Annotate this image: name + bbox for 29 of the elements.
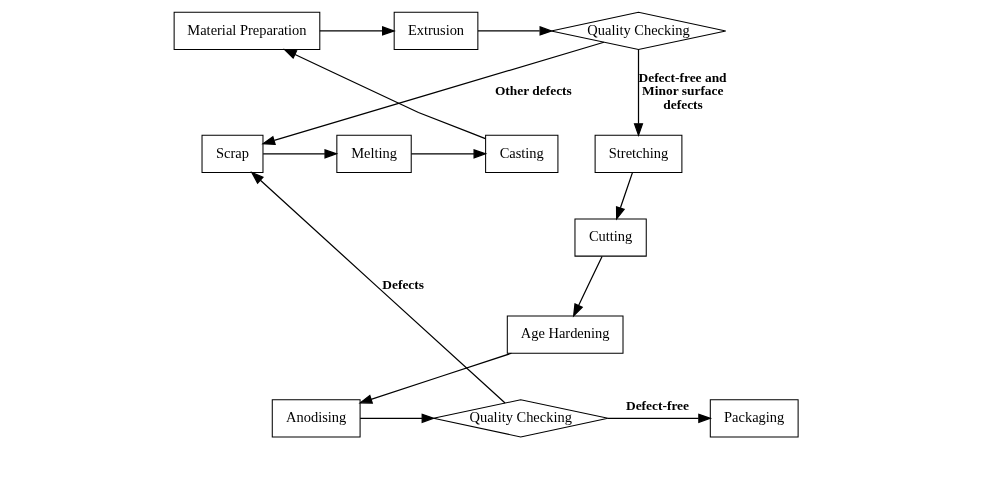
arrow — [607, 413, 713, 424]
arrow — [282, 48, 486, 140]
node-diamond: Quality Checking — [550, 11, 727, 51]
node-box: Cutting — [574, 218, 647, 257]
node-diamond: Quality Checking — [432, 399, 609, 438]
node-box: Material Preparation — [173, 11, 321, 51]
node-box: Melting — [336, 134, 412, 173]
arrow — [477, 26, 554, 36]
edge-label: Defect-free — [625, 398, 690, 414]
node-box: Anodising — [271, 399, 361, 438]
node-box: Packaging — [709, 399, 799, 438]
node-box: Scrap — [201, 134, 264, 173]
arrow — [410, 149, 488, 159]
edge-label: Defects — [382, 276, 425, 292]
node-box: Age Hardening — [506, 315, 624, 354]
edge-label: Defect-free and Minor surface defects — [638, 69, 727, 112]
arrow — [250, 171, 506, 404]
node-box: Casting — [485, 134, 559, 173]
arrow — [359, 413, 436, 424]
arrow — [572, 255, 603, 318]
arrow — [261, 41, 605, 145]
arrow — [262, 149, 339, 159]
arrow — [615, 172, 634, 221]
node-box: Extrusion — [393, 11, 479, 51]
edge-label: Other defects — [494, 82, 572, 98]
node-box: Stretching — [594, 134, 683, 173]
arrow — [319, 26, 396, 36]
arrow — [358, 352, 513, 404]
arrow — [633, 48, 644, 138]
